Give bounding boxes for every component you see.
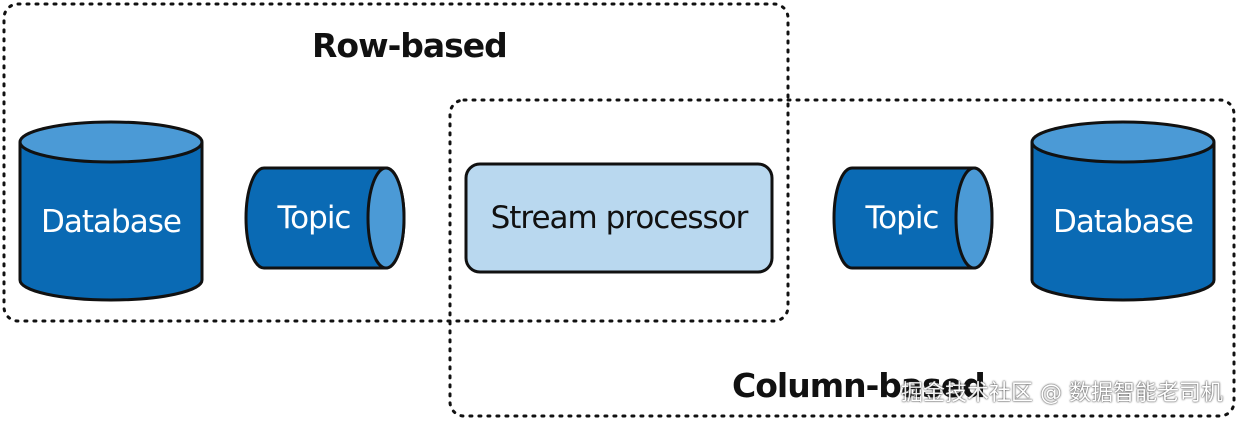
row-based-label: Row-based <box>312 26 508 65</box>
column-based-group-border <box>448 98 1236 418</box>
left-database-cylinder <box>18 120 204 302</box>
stream-processor-label: Stream processor <box>490 200 749 236</box>
left-database-label: Database <box>41 204 182 240</box>
right-topic-label: Topic <box>865 200 940 236</box>
left-topic-cylinder <box>244 166 406 270</box>
left-topic-label: Topic <box>277 200 352 236</box>
right-database-cylinder <box>1030 120 1216 302</box>
stream-processor-box <box>464 162 774 274</box>
row-based-group-border <box>2 2 790 323</box>
right-topic-cylinder <box>832 166 994 270</box>
column-based-label: Column-based <box>732 366 986 405</box>
watermark-text: 掘金技术社区 @ 数据智能老司机 <box>901 381 1223 406</box>
right-database-label: Database <box>1053 204 1194 240</box>
